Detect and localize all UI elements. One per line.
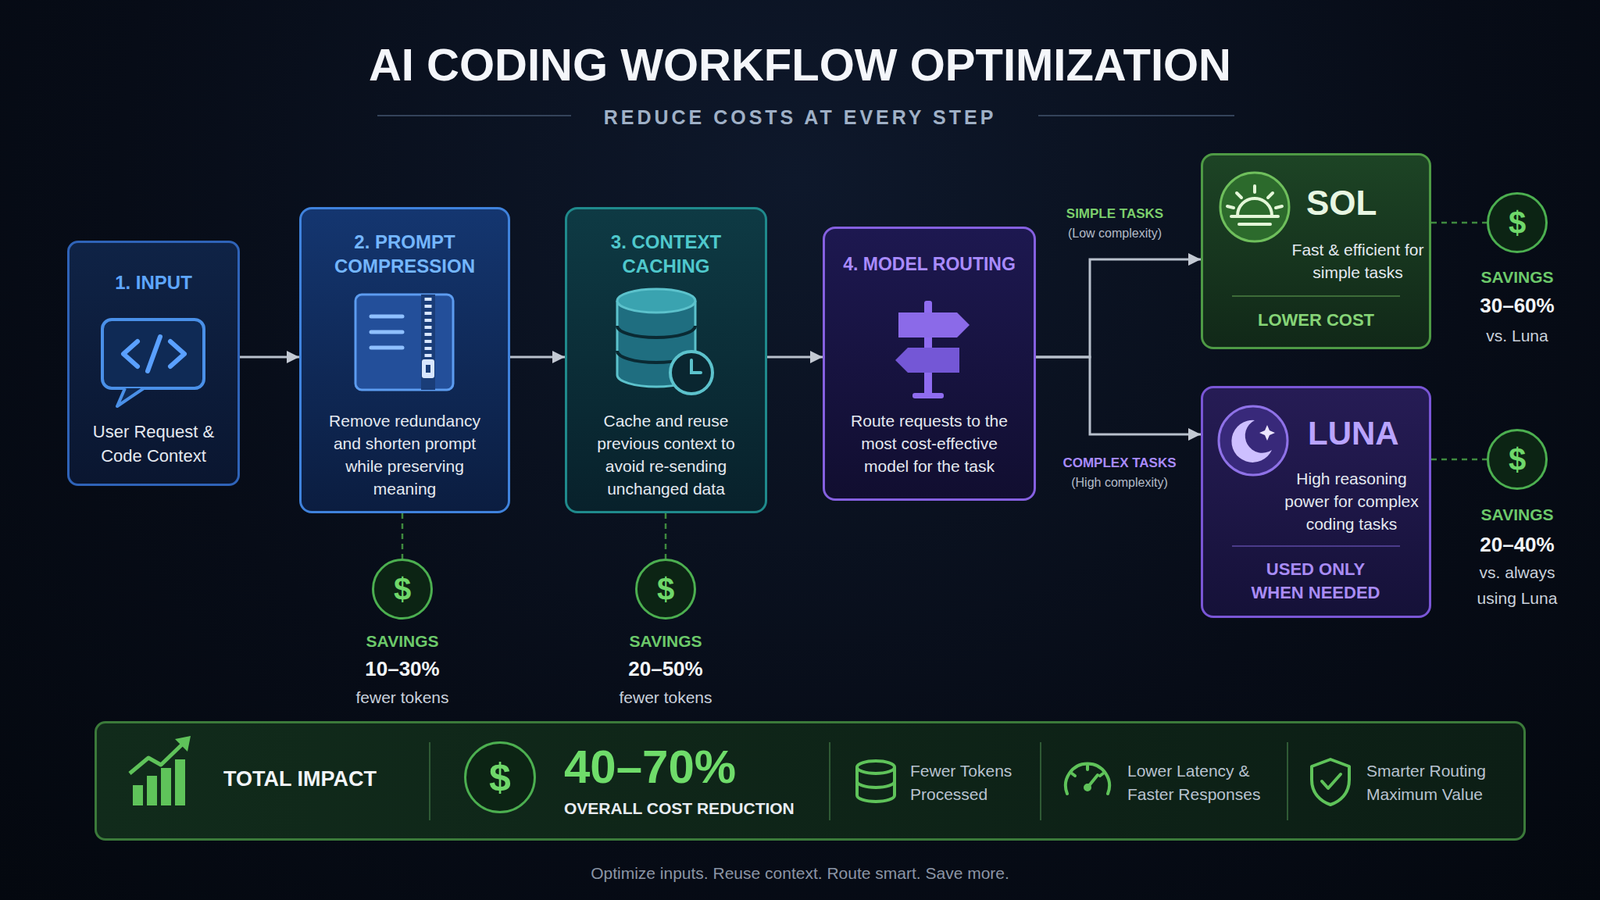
box-fill bbox=[372, 559, 433, 619]
sun-icon bbox=[1220, 172, 1290, 242]
box-fill bbox=[1201, 153, 1431, 349]
dashed-connector bbox=[401, 513, 404, 559]
subtitle: REDUCE COSTS AT EVERY STEP bbox=[503, 103, 1097, 131]
benefit-text: Fewer Tokens Processed bbox=[910, 759, 1028, 807]
dollar-symbol: $ bbox=[1489, 194, 1546, 251]
savings-note: fewer tokens bbox=[324, 684, 481, 711]
model-box: SOL Fast & efficient for simple tasksLOWE… bbox=[1200, 153, 1432, 350]
node-text: Remove redundancy and shorten prompt whi… bbox=[317, 409, 493, 500]
savings-value: 30–60% bbox=[1462, 292, 1572, 318]
box-fill bbox=[300, 207, 510, 513]
savings-note: vs. always using Luna bbox=[1466, 559, 1568, 611]
box-fill bbox=[1487, 429, 1547, 490]
database-clock-icon bbox=[617, 289, 713, 394]
model-box: LUNA High reasoning power for complex cod… bbox=[1200, 385, 1432, 618]
node-text: Fast & efficient for simple tasks bbox=[1289, 238, 1427, 284]
box-fill bbox=[565, 207, 767, 513]
code-icon bbox=[102, 319, 204, 407]
box-heading: 2. PROMPT COMPRESSION bbox=[310, 229, 499, 279]
arrow-connector bbox=[1035, 357, 1201, 435]
dollar-symbol: $ bbox=[1489, 431, 1546, 488]
database-icon bbox=[857, 760, 895, 802]
savings-label: SAVINGS bbox=[1462, 267, 1572, 288]
box-heading: 3. CONTEXT CACHING bbox=[573, 229, 759, 279]
node-text: High reasoning power for complex coding … bbox=[1278, 467, 1425, 536]
caption: Optimize inputs. Reuse context. Route sm… bbox=[0, 862, 1600, 885]
dollar-symbol: $ bbox=[637, 560, 694, 618]
process-box: 1. INPUT User Request & Code Context bbox=[67, 240, 240, 486]
savings-note: fewer tokens bbox=[587, 684, 744, 711]
edge-label: SIMPLE TASKS bbox=[1036, 204, 1193, 224]
box-fill bbox=[95, 721, 1525, 840]
savings-badge: $ bbox=[464, 741, 536, 814]
gauge-icon bbox=[1065, 764, 1110, 794]
impact-band: TOTAL IMPACT 40–70% OVERALL COST REDUCTION… bbox=[94, 721, 1526, 841]
title: AI CODING WORKFLOW OPTIMIZATION bbox=[0, 37, 1600, 93]
benefit-text: Lower Latency & Faster Responses bbox=[1127, 759, 1280, 807]
node-text: Cache and reuse previous context to avoi… bbox=[578, 409, 754, 500]
node-text: Route requests to the most cost-effectiv… bbox=[840, 409, 1018, 478]
box-fill bbox=[1487, 192, 1547, 253]
box-heading: 4. MODEL ROUTING bbox=[828, 252, 1031, 276]
arrow-connector bbox=[239, 356, 300, 359]
savings-badge: $SAVINGS30–60%vs. Luna bbox=[1486, 192, 1548, 254]
savings-label: SAVINGS bbox=[324, 631, 481, 652]
benefit-text: Smarter Routing Maximum Value bbox=[1366, 759, 1511, 807]
dashed-connector bbox=[1431, 458, 1487, 461]
impact-value: 40–70% bbox=[564, 740, 822, 794]
complexity-note: (Low complexity) bbox=[1036, 225, 1193, 243]
zip-document-icon bbox=[355, 294, 454, 390]
box-fill bbox=[1201, 386, 1431, 618]
arrow-connector bbox=[767, 356, 823, 359]
process-box: 3. CONTEXT CACHING Cache and reuse previo… bbox=[564, 207, 768, 514]
box-fill bbox=[823, 227, 1036, 500]
box-fill bbox=[464, 742, 536, 813]
savings-note: vs. Luna bbox=[1462, 322, 1572, 349]
savings-value: 10–30% bbox=[324, 656, 481, 682]
model-name: SOL bbox=[1306, 183, 1424, 223]
node-text: User Request & Code Context bbox=[82, 419, 225, 468]
band-separators bbox=[429, 742, 1288, 821]
shield-icon bbox=[1311, 759, 1350, 805]
dollar-symbol: $ bbox=[466, 743, 534, 811]
arrow-connector bbox=[1035, 259, 1201, 358]
savings-badge: $SAVINGS20–50%fewer tokens bbox=[635, 558, 697, 620]
savings-label: SAVINGS bbox=[587, 631, 744, 652]
model-tag: LOWER COST bbox=[1203, 309, 1429, 332]
box-heading: 1. INPUT bbox=[69, 270, 238, 295]
dashed-connector bbox=[1431, 221, 1487, 225]
complexity-note: (High complexity) bbox=[1041, 474, 1198, 492]
dashed-connector bbox=[664, 513, 668, 559]
dollar-symbol: $ bbox=[374, 560, 431, 618]
savings-badge: $SAVINGS20–40%vs. always using Luna bbox=[1486, 428, 1548, 490]
moon-icon bbox=[1218, 406, 1288, 475]
savings-label: SAVINGS bbox=[1466, 504, 1568, 525]
arrow-connector bbox=[510, 356, 565, 359]
box-fill bbox=[67, 241, 240, 486]
box-fill bbox=[635, 559, 696, 619]
band-heading: TOTAL IMPACT bbox=[223, 765, 396, 793]
growth-chart-icon bbox=[129, 735, 191, 806]
model-name: LUNA bbox=[1307, 414, 1425, 454]
signpost-icon bbox=[895, 300, 970, 399]
savings-badge: $SAVINGS10–30%fewer tokens bbox=[371, 558, 433, 620]
savings-value: 20–40% bbox=[1466, 532, 1568, 558]
edge-label: COMPLEX TASKS bbox=[1041, 453, 1198, 473]
process-box: 4. MODEL ROUTING Route requests to the mo… bbox=[822, 226, 1036, 501]
savings-value: 20–50% bbox=[587, 656, 744, 682]
process-box: 2. PROMPT COMPRESSION Remove redundancy a… bbox=[299, 207, 511, 514]
model-tag: USED ONLY WHEN NEEDED bbox=[1245, 557, 1386, 605]
impact-label: OVERALL COST REDUCTION bbox=[564, 798, 861, 819]
